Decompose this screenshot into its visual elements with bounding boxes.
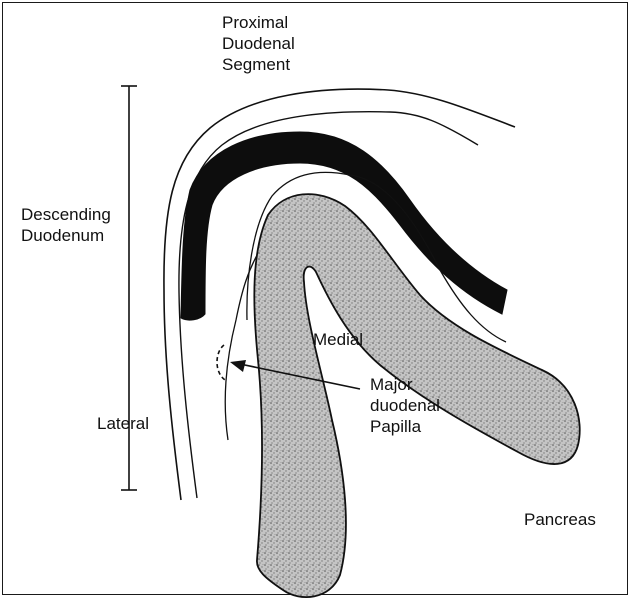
pancreas-label: Pancreas bbox=[524, 509, 596, 530]
descending-duodenum-label: Descending Duodenum bbox=[21, 204, 111, 246]
papilla-dashed-marker bbox=[217, 345, 225, 380]
medial-label: Medial bbox=[313, 329, 363, 350]
major-duodenal-papilla-label: Major duodenal Papilla bbox=[370, 374, 440, 437]
lateral-label: Lateral bbox=[97, 413, 149, 434]
proximal-duodenal-segment-label: Proximal Duodenal Segment bbox=[222, 12, 295, 75]
